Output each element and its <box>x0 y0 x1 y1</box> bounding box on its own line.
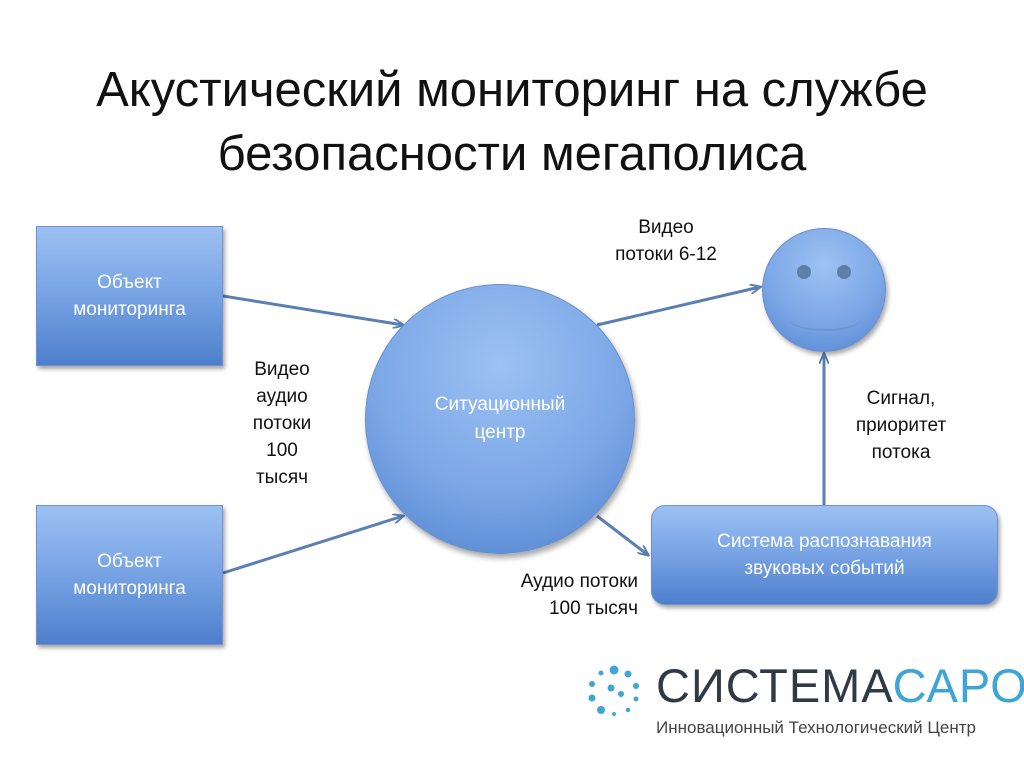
slide-title: Акустический мониторинг на службе безопа… <box>0 58 1024 186</box>
input-streams-line-5: тысяч <box>255 467 309 488</box>
signal-line-3: потока <box>871 442 931 463</box>
audio-streams-line-2: 100 тысяч <box>548 598 638 619</box>
signal-priority-label: Сигнал, приоритет потока <box>826 385 976 466</box>
signal-line-2: приоритет <box>855 415 947 436</box>
audio-streams-label: Аудио потоки 100 тысяч <box>458 568 638 622</box>
monitoring-object-1-line-1: Объект <box>97 272 162 293</box>
situation-center-line-2: центр <box>474 422 526 443</box>
monitoring-object-2-line-2: мониторинга <box>73 578 186 599</box>
signal-line-1: Сигнал, <box>866 388 936 409</box>
company-logo-name: СИСТЕМАСАРОВ <box>656 660 1024 712</box>
input-streams-line-2: аудио <box>256 386 308 407</box>
video-streams-line-2: потоки 6-12 <box>615 244 717 265</box>
logo-name-part-2: САРОВ <box>892 659 1024 712</box>
slide-title-line-1: Акустический мониторинг на службе <box>96 63 928 117</box>
video-streams-label: Видео потоки 6-12 <box>596 214 736 268</box>
right-eye <box>837 265 851 279</box>
arrow-center-to-recognition <box>596 514 648 555</box>
input-streams-line-3: потоки <box>252 413 312 434</box>
monitoring-object-box-2: Объект мониторинга <box>36 505 223 645</box>
arrow-center-to-operator <box>596 287 760 327</box>
smiley-face-icon <box>762 228 886 352</box>
arrow-object1-to-center <box>222 294 403 325</box>
company-tagline: Инновационный Технологический Центр <box>656 718 977 737</box>
arrow-object2-to-center <box>222 516 403 575</box>
logo-name-part-1: СИСТЕМА <box>656 659 893 712</box>
input-streams-line-1: Видео <box>254 359 310 380</box>
recognition-system-box: Система распознавания звуковых событий <box>651 505 998 605</box>
dotted-ring-icon <box>588 665 639 716</box>
situation-center-line-1: Ситуационный <box>434 394 566 415</box>
left-eye <box>797 265 811 279</box>
input-streams-line-4: 100 <box>266 440 298 461</box>
situation-center-circle: Ситуационный центр <box>365 284 635 554</box>
audio-streams-line-1: Аудио потоки <box>520 571 638 592</box>
recognition-system-line-2: звуковых событий <box>744 558 905 579</box>
monitoring-object-2-line-1: Объект <box>97 551 162 572</box>
input-streams-label: Видео аудио потоки 100 тысяч <box>232 356 332 491</box>
monitoring-object-1-line-2: мониторинга <box>73 299 186 320</box>
monitoring-object-box-1: Объект мониторинга <box>36 226 223 366</box>
recognition-system-line-1: Система распознавания <box>717 531 932 552</box>
mouth <box>789 307 861 331</box>
slide-title-line-2: безопасности мегаполиса <box>217 127 807 181</box>
video-streams-line-1: Видео <box>638 217 694 238</box>
